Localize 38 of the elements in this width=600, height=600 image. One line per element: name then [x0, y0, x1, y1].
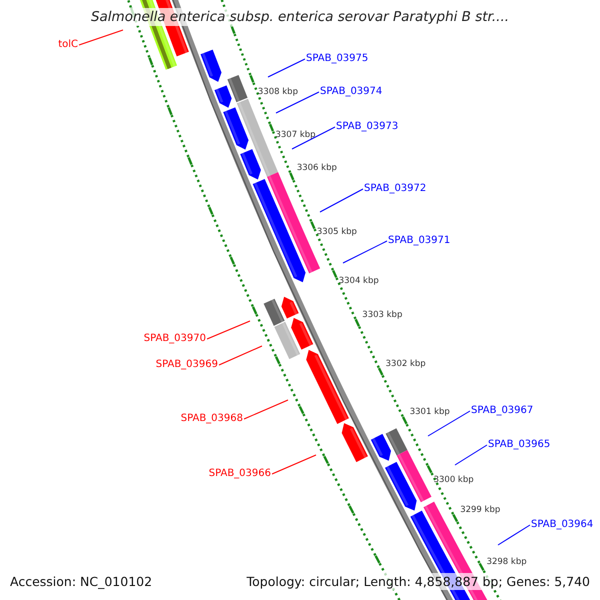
- tick-label: 3302 kbp: [386, 358, 426, 369]
- gene-label: SPAB_03970: [144, 333, 206, 345]
- tick-label: 3300 kbp: [434, 475, 474, 486]
- leader-line: [268, 58, 306, 78]
- gene-label: SPAB_03966: [208, 468, 271, 480]
- leader-line: [342, 240, 388, 264]
- tick-label: 3307 kbp: [275, 130, 316, 140]
- gene-label: SPAB_03965: [488, 439, 550, 451]
- leader-line: [428, 410, 470, 436]
- tick-label: 3305 kbp: [316, 227, 357, 238]
- gene-label: SPAB_03974: [320, 86, 382, 98]
- tick-label: 3308 kbp: [258, 86, 298, 97]
- gene-label: SPAB_03964: [531, 519, 594, 531]
- gene-label: SPAB_03975: [306, 53, 368, 65]
- leader-line: [272, 454, 316, 474]
- leader-line: [218, 346, 262, 366]
- tick-label: 3298 kbp: [486, 556, 527, 567]
- leader-line: [276, 92, 320, 114]
- leader-line: [78, 30, 124, 46]
- leader-line: [206, 320, 250, 340]
- genome-summary: Topology: circular; Length: 4,858,887 bp; Genes: 5,740: [246, 573, 591, 590]
- gene-label: SPAB_03967: [471, 405, 534, 417]
- leader-line: [244, 400, 288, 420]
- leader-line: [454, 444, 488, 466]
- tick-label: 3301 kbp: [410, 407, 450, 418]
- tick-label: 3303 kbp: [362, 310, 402, 320]
- gene-label: SPAB_03972: [364, 183, 426, 195]
- tick-label: 3299 kbp: [460, 505, 500, 516]
- leader-line: [292, 126, 336, 150]
- gene-label: SPAB_03968: [180, 413, 243, 425]
- tick-label: 3306 kbp: [296, 163, 337, 174]
- leader-line: [498, 524, 530, 546]
- gene-label: SPAB_03969: [156, 359, 218, 371]
- gene-label: SPAB_03971: [388, 235, 450, 247]
- leader-line: [320, 188, 364, 212]
- gene-label: SPAB_03973: [336, 121, 398, 133]
- tick-label: 3304 kbp: [338, 276, 379, 286]
- gene-label: tolC: [58, 39, 78, 51]
